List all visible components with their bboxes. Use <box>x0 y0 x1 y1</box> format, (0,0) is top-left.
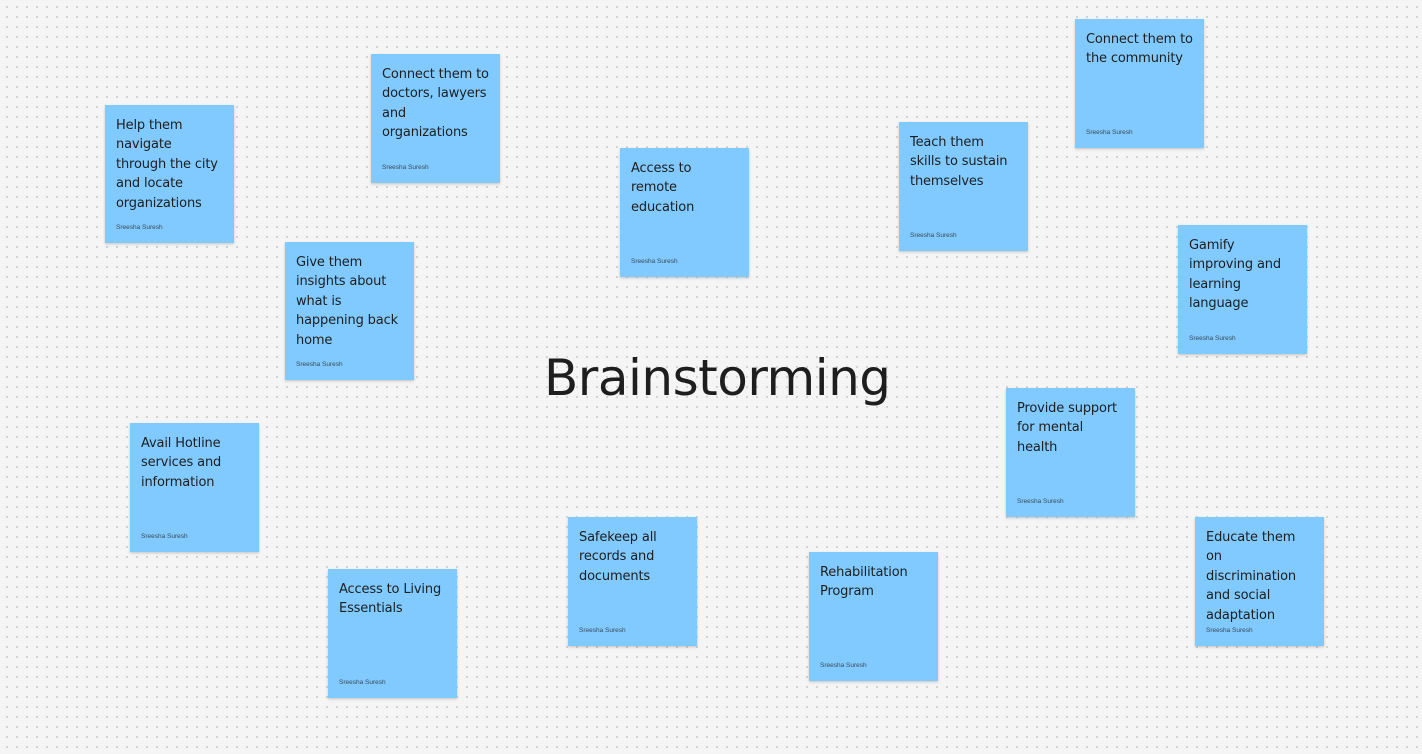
sticky-note-author: Sreesha Suresh <box>339 679 386 686</box>
sticky-note[interactable]: Help them navigate through the city and … <box>105 105 234 243</box>
board-title: Brainstorming <box>544 349 891 407</box>
sticky-note[interactable]: Provide support for mental health Sreesh… <box>1006 388 1135 517</box>
sticky-note-author: Sreesha Suresh <box>141 533 188 540</box>
sticky-note[interactable]: Access to Living Essentials Sreesha Sure… <box>328 569 457 698</box>
sticky-note-text: Avail Hotline services and information <box>141 436 222 490</box>
sticky-note-author: Sreesha Suresh <box>296 361 343 368</box>
sticky-note-author: Sreesha Suresh <box>579 627 626 634</box>
sticky-note-author: Sreesha Suresh <box>910 232 957 239</box>
sticky-note-text: Safekeep all records and documents <box>579 530 657 584</box>
sticky-note-text: Teach them skills to sustain themselves <box>910 135 1008 189</box>
sticky-note-text: Connect them to the community <box>1086 32 1193 67</box>
sticky-note[interactable]: Rehabilitation Program Sreesha Suresh <box>809 552 938 681</box>
sticky-note[interactable]: Avail Hotline services and information S… <box>130 423 259 552</box>
sticky-note-text: Rehabilitation Program <box>820 565 908 600</box>
sticky-note-author: Sreesha Suresh <box>631 258 678 265</box>
sticky-note-author: Sreesha Suresh <box>820 662 867 669</box>
sticky-note-text: Give them insights about what is happeni… <box>296 255 398 348</box>
sticky-note-text: Access to remote education <box>631 161 695 215</box>
sticky-note-text: Provide support for mental health <box>1017 401 1117 455</box>
sticky-note-author: Sreesha Suresh <box>116 224 163 231</box>
sticky-note-author: Sreesha Suresh <box>1086 129 1133 136</box>
sticky-note-text: Connect them to doctors, lawyers and org… <box>382 67 489 141</box>
sticky-note-text: Educate them on discrimination and socia… <box>1206 530 1297 623</box>
sticky-note[interactable]: Teach them skills to sustain themselves … <box>899 122 1028 251</box>
sticky-note-author: Sreesha Suresh <box>1017 498 1064 505</box>
sticky-note-author: Sreesha Suresh <box>1189 335 1236 342</box>
sticky-note-text: Gamify improving and learning language <box>1189 238 1281 312</box>
sticky-note[interactable]: Safekeep all records and documents Srees… <box>568 517 697 646</box>
sticky-note-text: Access to Living Essentials <box>339 582 442 617</box>
sticky-note[interactable]: Educate them on discrimination and socia… <box>1195 517 1324 646</box>
sticky-note[interactable]: Gamify improving and learning language S… <box>1178 225 1307 354</box>
sticky-note[interactable]: Connect them to the community Sreesha Su… <box>1075 19 1204 148</box>
sticky-note[interactable]: Connect them to doctors, lawyers and org… <box>371 54 500 183</box>
sticky-note[interactable]: Give them insights about what is happeni… <box>285 242 414 380</box>
sticky-note-text: Help them navigate through the city and … <box>116 118 218 211</box>
sticky-note-author: Sreesha Suresh <box>382 164 429 171</box>
sticky-note-author: Sreesha Suresh <box>1206 627 1253 634</box>
sticky-note[interactable]: Access to remote education Sreesha Sures… <box>620 148 749 277</box>
